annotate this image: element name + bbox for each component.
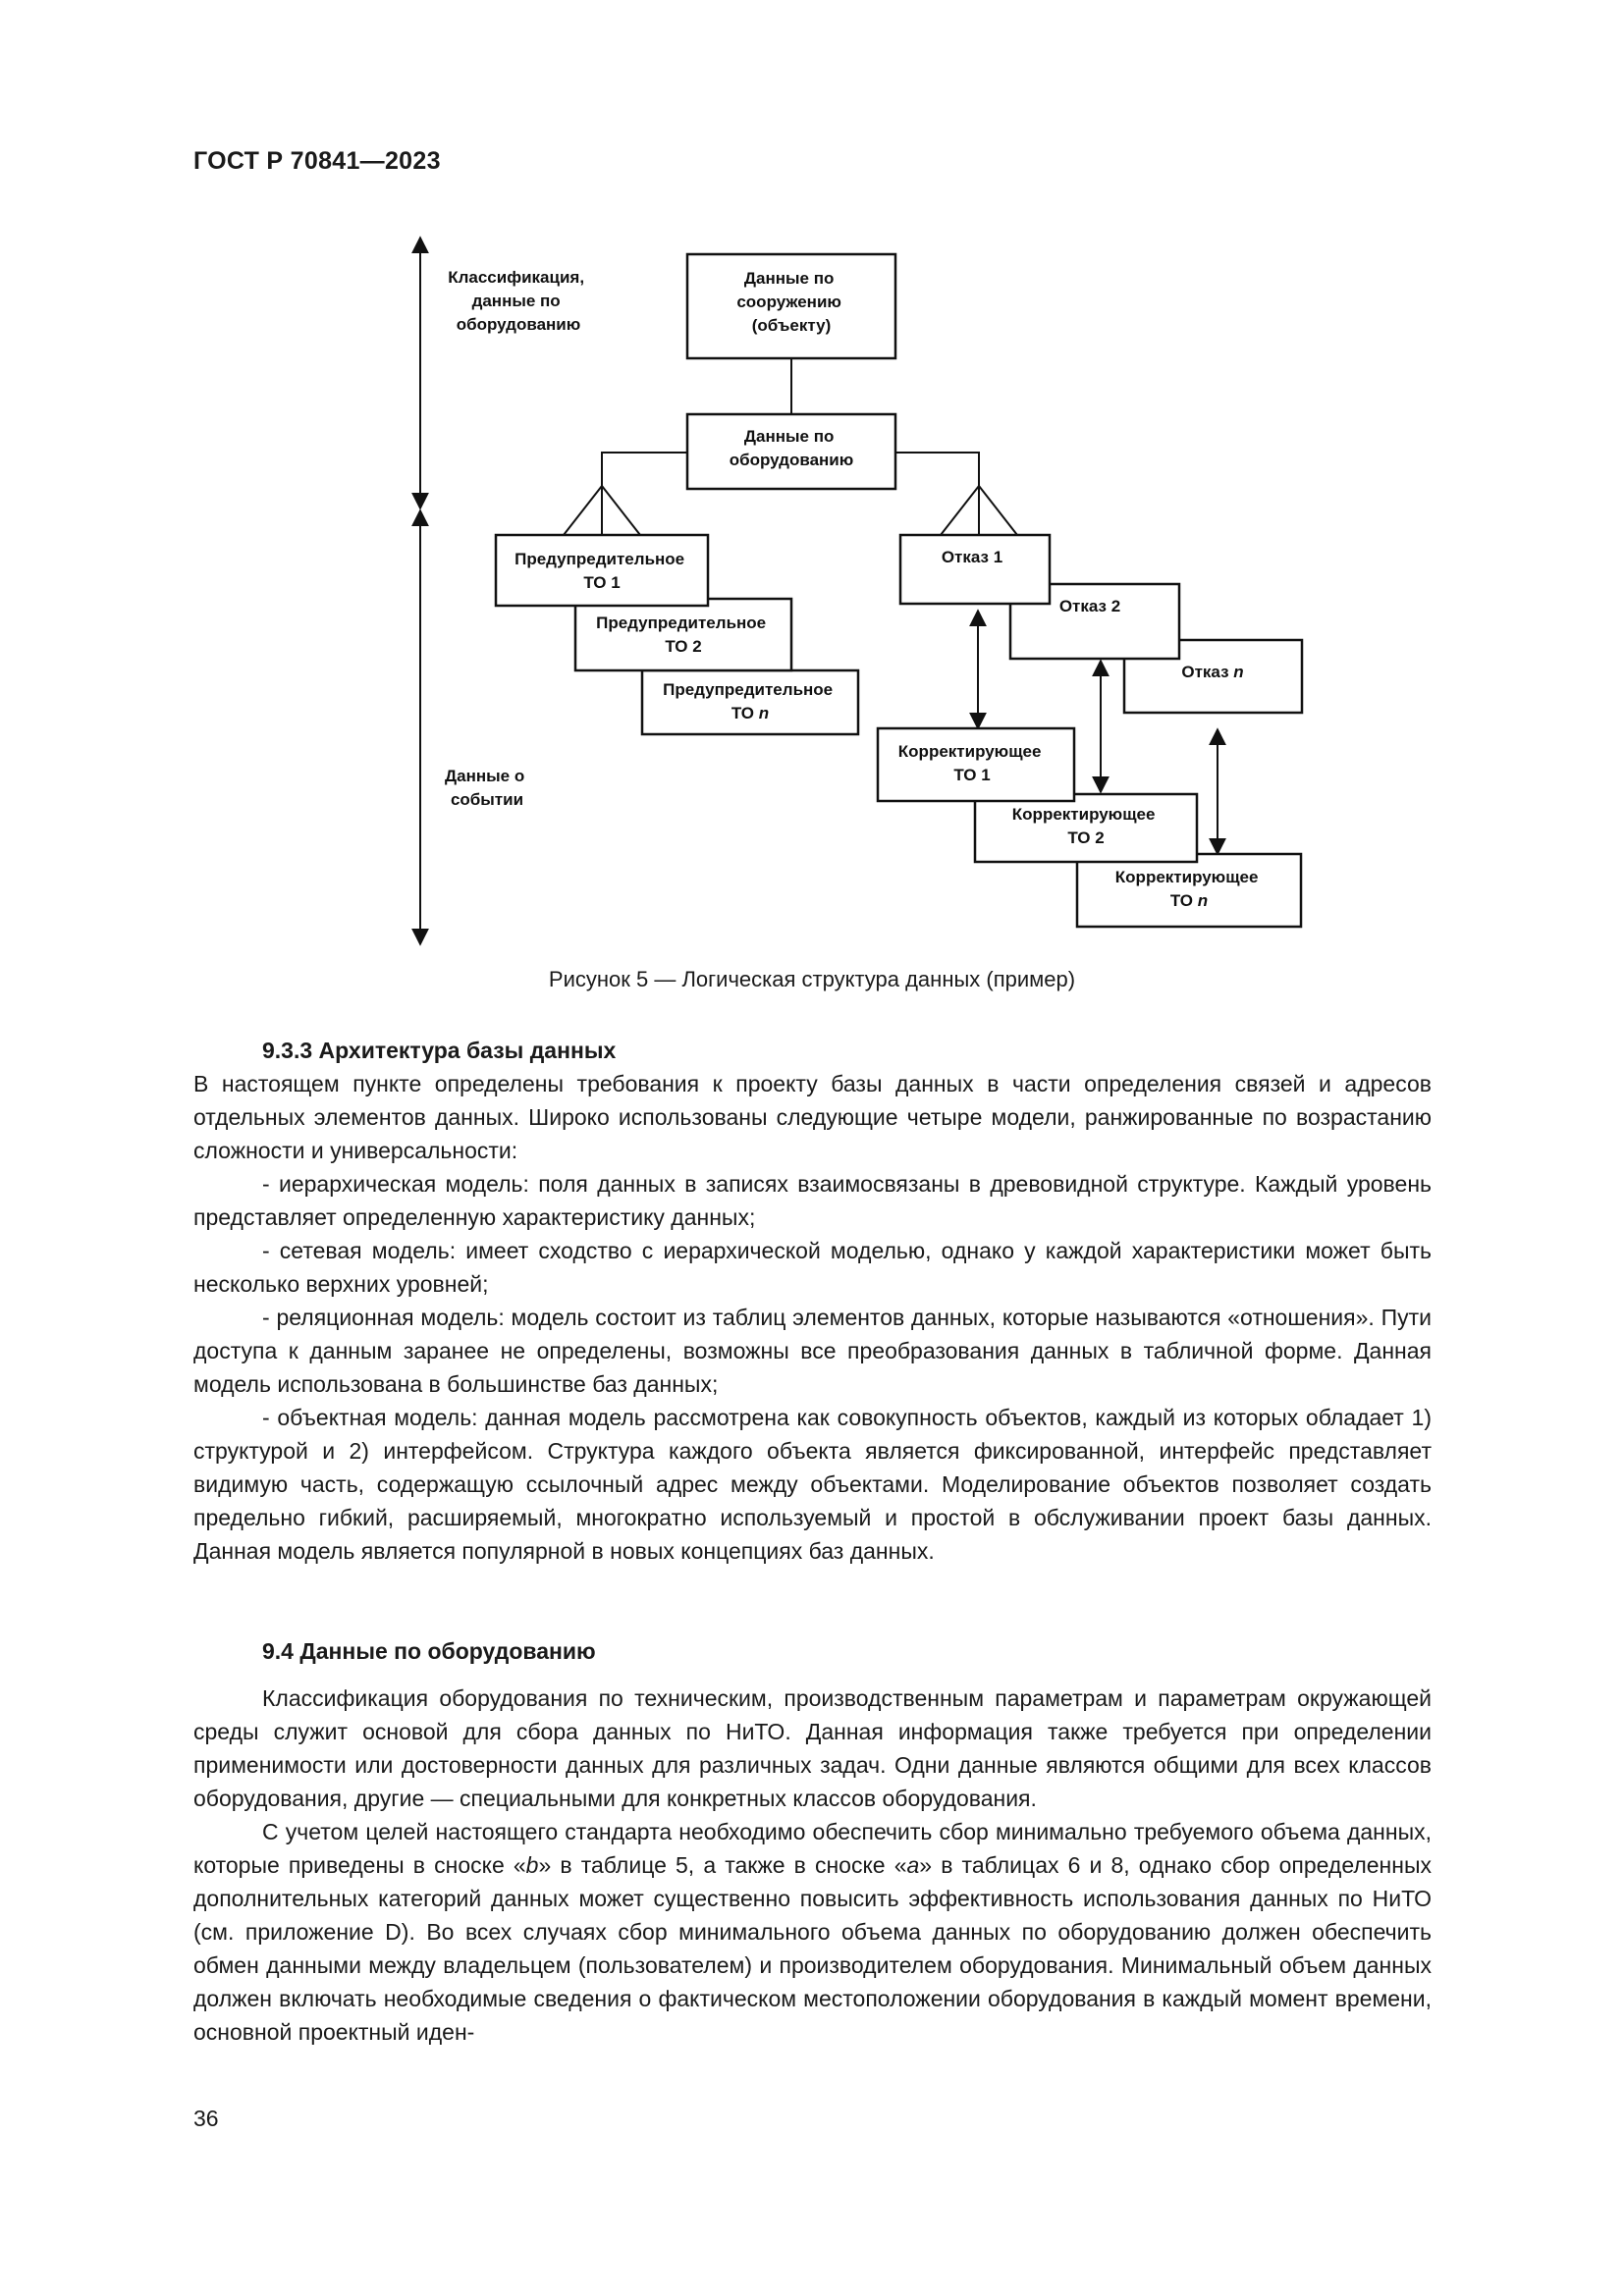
box-corrective-maintenance-n: Корректирующее ТО n: [1075, 852, 1303, 929]
svg-text:Предупредительное ТО n: Предупредительное ТО n: [663, 680, 838, 722]
box-failure-1: Отказ 1: [898, 533, 1052, 606]
box-corrective-maintenance-2: Корректирующее ТО 2: [973, 792, 1199, 864]
svg-text:Корректирующее ТО 1: Корректирующее ТО 1: [898, 742, 1046, 784]
document-code-header: ГОСТ Р 70841—2023: [193, 147, 441, 175]
list-item: - объектная модель: данная модель рассмо…: [193, 1405, 1432, 1564]
svg-text:Отказ 1: Отказ 1: [942, 548, 1002, 566]
section-heading: 9.3.3 Архитектура базы данных: [262, 1038, 617, 1063]
svg-text:Данные по оборудованию: Данные по оборудованию: [730, 427, 854, 469]
svg-text:Корректирующее ТО n: Корректирующее ТО n: [1115, 868, 1263, 910]
svg-text:Отказ n: Отказ n: [1181, 663, 1243, 681]
tree-connectors: [563, 358, 1018, 536]
section-heading: 9.4 Данные по оборудованию: [262, 1638, 596, 1664]
failure-corrective-links: [969, 609, 1226, 856]
figure-logical-data-structure: Классификация, данные по оборудованию Да…: [0, 0, 1624, 1001]
box-object-data: Данные по сооружению (объекту): [685, 252, 897, 360]
svg-text:Отказ 2: Отказ 2: [1059, 597, 1120, 615]
section-9-3-3: 9.3.3 Архитектура базы данных В настояще…: [193, 1034, 1432, 1568]
list-item: - иерархическая модель: поля данных в за…: [193, 1171, 1432, 1230]
box-preventive-maintenance-n: Предупредительное ТО n: [640, 668, 860, 736]
svg-text:Предупредительное ТО 2: Предупредительное ТО 2: [596, 614, 771, 656]
list-item: - реляционная модель: модель состоит из …: [193, 1305, 1432, 1397]
svg-text:Корректирующее ТО 2: Корректирующее ТО 2: [1012, 805, 1160, 847]
diagram: Классификация, данные по оборудованию Да…: [411, 236, 1304, 946]
paragraph: Классификация оборудования по технически…: [193, 1685, 1432, 1811]
box-corrective-maintenance-1: Корректирующее ТО 1: [876, 726, 1076, 803]
figure-caption: Рисунок 5 — Логическая структура данных …: [548, 967, 1076, 991]
paragraph: В настоящем пункте определены требования…: [193, 1071, 1432, 1163]
box-equipment-data: Данные по оборудованию: [685, 412, 897, 491]
paragraph: С учетом целей настоящего стандарта необ…: [193, 1819, 1432, 2045]
side-label-classification: Классификация, данные по оборудованию: [448, 268, 589, 334]
side-label-event: Данные о событии: [445, 767, 529, 809]
box-preventive-maintenance-2: Предупредительное ТО 2: [573, 597, 793, 672]
box-preventive-maintenance-1: Предупредительное ТО 1: [494, 533, 710, 608]
section-9-4: 9.4 Данные по оборудованию Классификация…: [193, 1634, 1432, 2049]
svg-text:Предупредительное ТО 1: Предупредительное ТО 1: [514, 550, 689, 592]
list-item: - сетевая модель: имеет сходство с иерар…: [193, 1238, 1432, 1297]
page-number: 36: [193, 2106, 219, 2131]
svg-text:Данные по сооружению: Данные по сооружению (объекту): [736, 269, 845, 335]
